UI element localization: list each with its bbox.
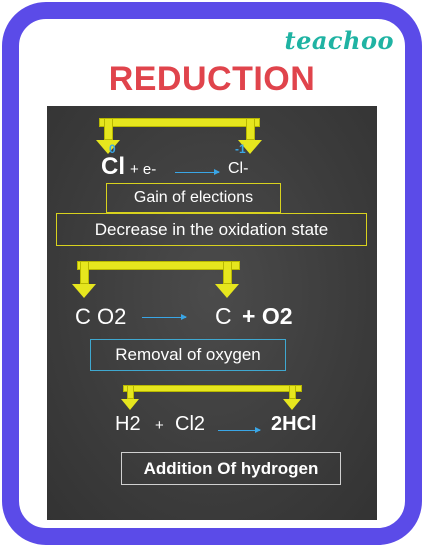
connector-stem-right — [223, 261, 232, 284]
product-chloride-ion: Cl- — [228, 160, 249, 177]
reactant-hydrogen: H2 — [115, 413, 141, 435]
product-hydrogen-chloride: 2HCl — [271, 413, 317, 435]
down-arrow-icon — [72, 284, 96, 298]
page-title: REDUCTION — [108, 60, 316, 98]
connector-stem-right — [246, 118, 255, 140]
reactant-chlorine: Cl — [101, 153, 125, 180]
product-carbon: C — [215, 303, 232, 329]
label-removal-of-oxygen: Removal of oxygen — [90, 339, 286, 371]
plus-electron: + e- — [130, 161, 157, 178]
brand-logo: teachoo — [284, 26, 394, 55]
reaction-arrow-icon — [175, 169, 220, 175]
connector-bar — [77, 261, 240, 270]
connector-bar — [123, 385, 302, 392]
down-arrow-icon — [96, 140, 120, 154]
connector-bar — [99, 118, 260, 127]
label-decrease-oxidation-state: Decrease in the oxidation state — [56, 213, 367, 246]
reaction-arrow-icon — [218, 427, 261, 433]
oxidation-state-after: -1 — [235, 142, 246, 156]
down-arrow-icon — [121, 399, 139, 410]
label-gain-of-electrons: Gain of elections — [106, 183, 281, 213]
down-arrow-icon — [283, 399, 301, 410]
label-addition-of-hydrogen: Addition Of hydrogen — [121, 452, 341, 485]
down-arrow-icon — [215, 284, 239, 298]
plus-sign: + — [155, 417, 164, 434]
reactant-carbon-dioxide: C O2 — [75, 304, 127, 329]
reactant-chlorine-gas: Cl2 — [175, 413, 206, 435]
diagram-board: 0 -1 Cl + e- Cl- Gain of elections Decre… — [47, 106, 377, 520]
connector-stem-left — [104, 118, 113, 140]
oxidation-state-before: 0 — [109, 142, 116, 156]
connector-stem-right — [289, 385, 296, 399]
connector-stem-left — [80, 261, 89, 284]
connector-stem-left — [127, 385, 134, 399]
down-arrow-icon — [238, 140, 262, 154]
reaction-arrow-icon — [142, 314, 187, 320]
product-oxygen: + O2 — [242, 303, 293, 329]
